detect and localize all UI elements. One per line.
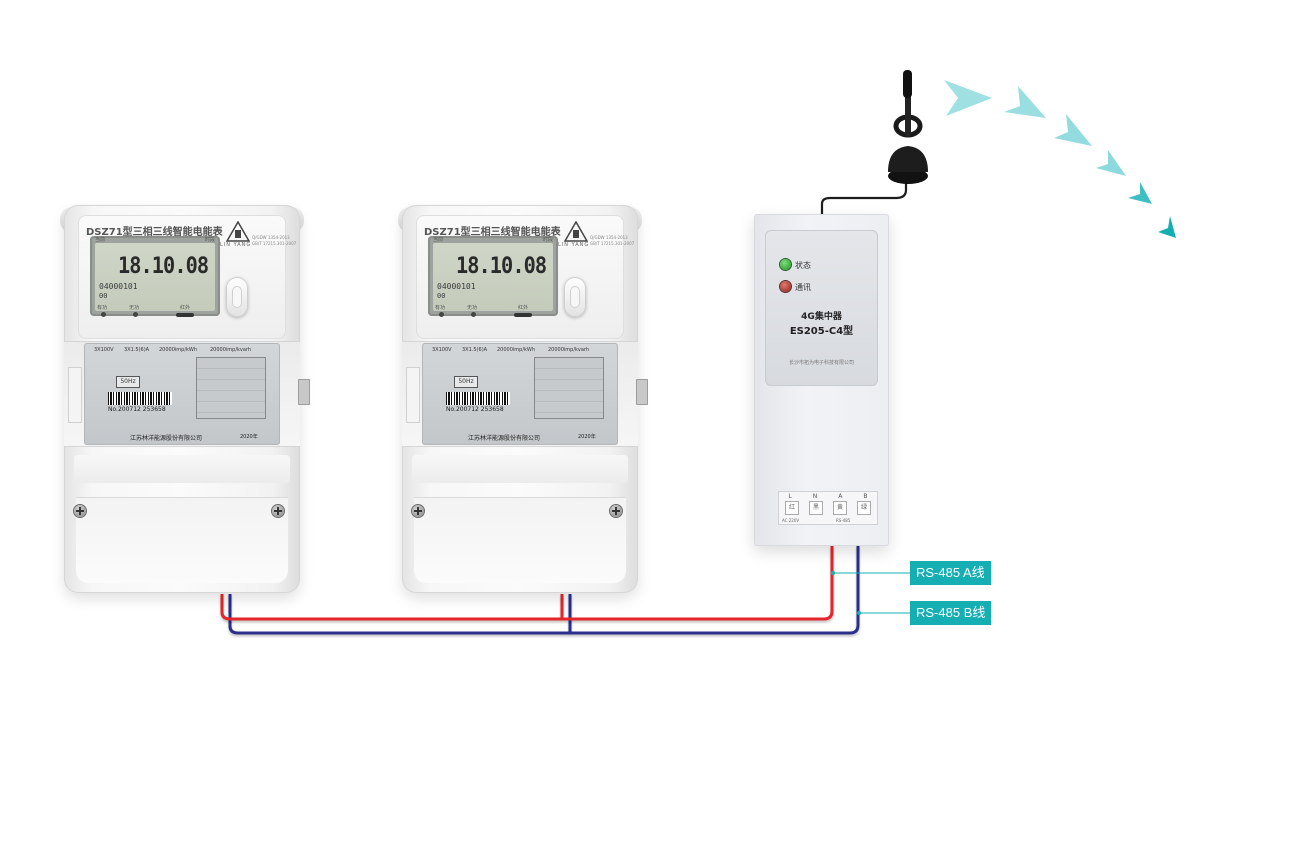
spec-current: 3X1.5(6)A — [124, 347, 150, 353]
brand-name: LIN YANG — [220, 242, 252, 248]
led-reactive-icon — [133, 312, 138, 317]
spec-active-constant: 20000imp/kWh — [497, 347, 536, 353]
spec-voltage: 3X100V — [432, 347, 452, 353]
meter-code: 04000101 — [99, 282, 138, 291]
wire-b — [228, 546, 860, 635]
spec-reactive-constant: 20000imp/kvarh — [548, 347, 590, 353]
meter-button[interactable] — [564, 277, 586, 317]
concentrator-company: 长沙市拓为电子科技有限公司 — [788, 360, 854, 366]
serial-number: No.200712 253658 — [446, 406, 504, 413]
antenna-icon — [888, 70, 928, 184]
led-reactive-label: 无功 — [467, 305, 478, 311]
manufacture-year: 2020年 — [240, 434, 258, 440]
standard-text: Q/GDW 1354-2013 GB/T 17215.301-2007 — [252, 235, 297, 246]
lcd-screen — [433, 243, 553, 311]
led-active-label: 有功 — [435, 305, 446, 311]
meter-reading: 18.10.08 — [118, 254, 209, 279]
electric-meter-1: DSZ71型三相三线智能电能表 LIN YANG Q/GDW 1354-2013… — [60, 205, 310, 593]
serial-number: No.200712 253658 — [108, 406, 166, 413]
terminal-l: 红 — [785, 501, 799, 515]
meter-title: DSZ71型三相三线智能电能表 — [424, 227, 561, 238]
barcode — [108, 392, 172, 405]
barcode — [446, 392, 510, 405]
side-latch — [68, 367, 82, 423]
leader-a-dot — [831, 571, 835, 575]
led-infrared-label: 红外 — [518, 305, 529, 311]
concentrator-panel — [765, 230, 878, 386]
leader-b-dot — [857, 611, 861, 615]
led-active-icon — [101, 312, 106, 317]
brand-name: LIN YANG — [558, 242, 590, 248]
terminal-labels: L N A B — [788, 493, 868, 500]
spec-active-constant: 20000imp/kWh — [159, 347, 198, 353]
terminal-diagram — [534, 357, 604, 419]
side-latch — [406, 367, 420, 423]
antenna-cable — [820, 180, 908, 214]
signal-arrows-icon — [944, 80, 1176, 238]
wire-a — [220, 546, 834, 621]
terminal-cover — [76, 497, 288, 583]
status-led-icon — [780, 259, 791, 270]
concentrator-device: 状态 通讯 4G集中器 ES205-C4型 长沙市拓为电子科技有限公司 L N … — [754, 214, 889, 546]
led-active-label: 有功 — [97, 305, 108, 311]
infrared-port-icon — [514, 313, 532, 317]
meter-code-sub: 00 — [99, 292, 108, 300]
spec-reactive-constant: 20000imp/kvarh — [210, 347, 252, 353]
side-bracket — [636, 379, 648, 405]
terminal-cover — [414, 497, 626, 583]
frequency-box: 50Hz — [116, 376, 140, 388]
spec-voltage: 3X100V — [94, 347, 114, 353]
concentrator-name: 4G集中器 — [801, 312, 842, 322]
manufacturer: 江苏林洋能源股份有限公司 — [130, 435, 203, 442]
comm-label: 通讯 — [795, 283, 811, 292]
spec-current: 3X1.5(6)A — [462, 347, 488, 353]
terminal-diagram — [196, 357, 266, 419]
standard-text: Q/GDW 1354-2013 GB/T 17215.301-2007 — [590, 235, 635, 246]
lcd-labels: 当前时段 — [95, 237, 215, 243]
meter-title: DSZ71型三相三线智能电能表 — [86, 227, 223, 238]
side-bracket — [298, 379, 310, 405]
meter-lower-panel — [412, 455, 628, 483]
rs485-a-label: RS-485 A线 — [910, 561, 991, 585]
infrared-port-icon — [176, 313, 194, 317]
meter-code: 04000101 — [437, 282, 476, 291]
terminals: 红 黑 黄 绿 — [780, 501, 876, 515]
concentrator-model: ES205-C4型 — [789, 326, 854, 337]
led-active-icon — [439, 312, 444, 317]
brand-logo-icon — [564, 221, 588, 242]
meter-button[interactable] — [226, 277, 248, 317]
meter-lower-panel — [74, 455, 290, 483]
status-label: 状态 — [795, 261, 811, 270]
led-reactive-label: 无功 — [129, 305, 140, 311]
electric-meter-2: DSZ71型三相三线智能电能表 LIN YANG Q/GDW 1354-2013… — [398, 205, 648, 593]
screw-icon — [610, 505, 622, 517]
manufacturer: 江苏林洋能源股份有限公司 — [468, 435, 541, 442]
comm-led-icon — [780, 281, 791, 292]
screw-icon — [412, 505, 424, 517]
terminal-n: 黑 — [809, 501, 823, 515]
meter-reading: 18.10.08 — [456, 254, 547, 279]
ac-label: AC 220V — [782, 518, 800, 523]
lcd-labels: 当前时段 — [433, 237, 553, 243]
manufacture-year: 2020年 — [578, 434, 596, 440]
led-infrared-label: 红外 — [180, 305, 191, 311]
rs485-b-label: RS-485 B线 — [910, 601, 992, 625]
screw-icon — [74, 505, 86, 517]
terminal-a: 黄 — [833, 501, 847, 515]
frequency-box: 50Hz — [454, 376, 478, 388]
lcd-screen — [95, 243, 215, 311]
led-reactive-icon — [471, 312, 476, 317]
brand-logo-icon — [226, 221, 250, 242]
terminal-b: 绿 — [857, 501, 871, 515]
meter-code-sub: 00 — [437, 292, 446, 300]
rs485-terminal-label: RS-485 — [836, 518, 851, 523]
screw-icon — [272, 505, 284, 517]
